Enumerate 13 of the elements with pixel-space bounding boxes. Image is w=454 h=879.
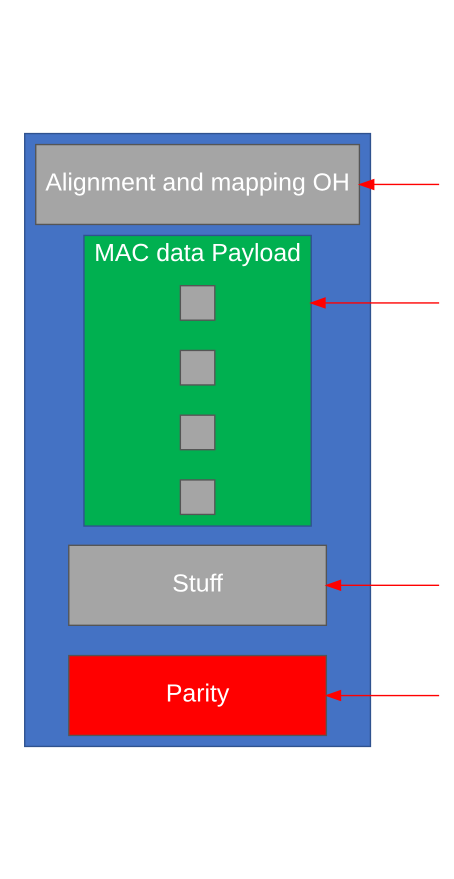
cluster: MAC data Payload xyxy=(83,234,312,526)
arrow xyxy=(358,178,440,190)
node-box xyxy=(180,414,216,450)
node-box: Alignment and mapping OH xyxy=(35,143,360,225)
arrow xyxy=(324,689,440,701)
arrow xyxy=(324,579,440,591)
node-box xyxy=(180,349,216,386)
node-box: Parity xyxy=(68,654,328,736)
arrow xyxy=(309,296,440,308)
node-box xyxy=(180,284,216,320)
node-box: Stuff xyxy=(68,544,328,626)
node-box xyxy=(180,478,216,515)
cluster xyxy=(24,132,372,747)
